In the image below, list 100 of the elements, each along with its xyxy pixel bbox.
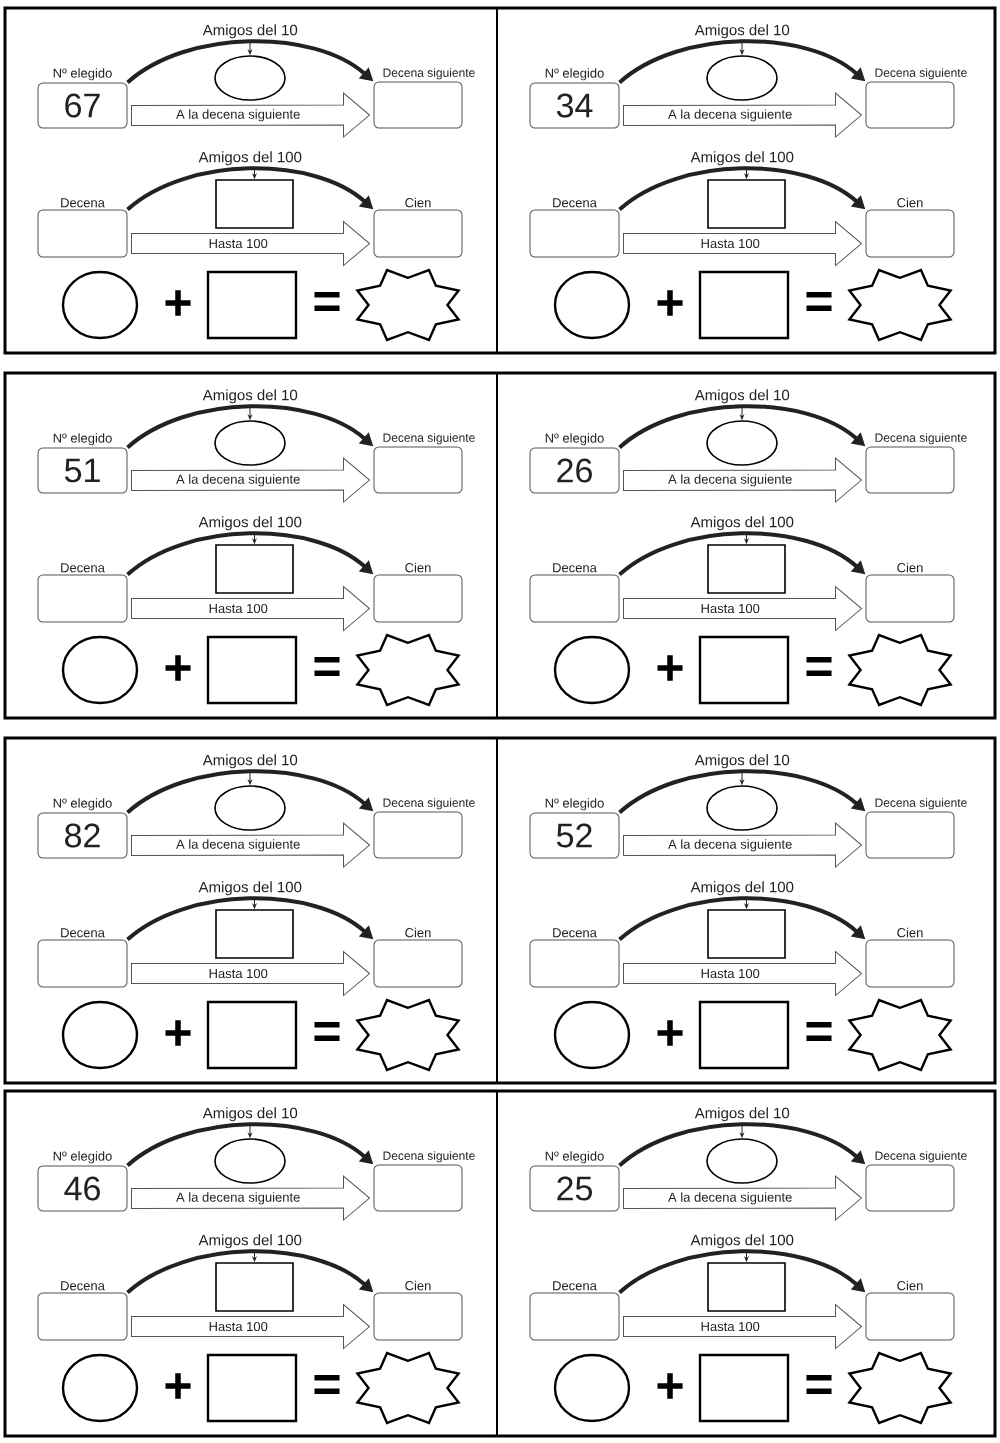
arrow [248, 772, 252, 785]
answer-box: Decena [529, 928, 620, 988]
node-label: Decena [61, 1281, 105, 1291]
number-box: 26 Nº elegido [529, 433, 620, 494]
edge-label: Amigos del 10 [694, 754, 790, 769]
node-label: Nº elegido [53, 798, 112, 811]
answer-box: Decena [529, 198, 620, 258]
answer-box: Decena siguiente [865, 433, 967, 494]
edge-label: A la decena siguiente [175, 1191, 302, 1206]
arrow [740, 407, 744, 420]
answer-rectangle [707, 1262, 786, 1312]
edge-label: A la decena siguiente [667, 1191, 794, 1206]
answer-oval [214, 55, 286, 101]
edge-label: Amigos del 10 [202, 1107, 298, 1122]
answer-box: Cien [865, 562, 955, 623]
math-symbol: = [806, 1375, 832, 1394]
answer-oval [553, 1000, 631, 1070]
arrow [740, 42, 744, 55]
block-arrow [131, 1304, 370, 1349]
node-label: Decena [61, 563, 105, 573]
math-symbol: = [314, 1022, 340, 1041]
answer-box: Cien [373, 197, 463, 258]
node-label: Nº elegido [53, 433, 112, 446]
block-arrow [131, 586, 370, 631]
node-label: Decena siguiente [875, 433, 967, 445]
edge-label: A la decena siguiente [175, 108, 302, 123]
node-label: Decena [61, 198, 105, 208]
answer-star [355, 633, 461, 707]
answer-box: Decena siguiente [373, 1151, 475, 1212]
node-label: Cien [405, 927, 431, 938]
number-box: 67 Nº elegido [37, 68, 128, 129]
answer-box: Decena [529, 1281, 620, 1341]
block-arrow [623, 951, 862, 996]
node-label: Nº elegido [545, 1151, 604, 1164]
answer-box: Decena siguiente [865, 798, 967, 859]
answer-star [355, 268, 461, 342]
answer-star [355, 1351, 461, 1425]
math-symbol: + [657, 655, 683, 681]
node-label: Nº elegido [53, 68, 112, 81]
node-label: Decena siguiente [875, 68, 967, 80]
math-symbol: + [657, 290, 683, 316]
number-box: 34 Nº elegido [529, 68, 620, 129]
answer-oval [553, 1353, 631, 1423]
math-symbol: = [314, 1375, 340, 1394]
edge-label: Amigos del 100 [690, 516, 794, 531]
block-arrow [131, 221, 370, 266]
answer-box: Decena [529, 563, 620, 623]
edge-label: A la decena siguiente [667, 108, 794, 123]
edge-label: A la decena siguiente [175, 473, 302, 488]
edge-label: Amigos del 100 [198, 881, 302, 896]
answer-rectangle [698, 635, 790, 705]
node-label: Decena siguiente [875, 1151, 967, 1163]
arrow [248, 42, 252, 55]
answer-box: Cien [865, 197, 955, 258]
answer-star [847, 633, 953, 707]
math-symbol: = [806, 1022, 832, 1041]
node-label: Nº elegido [53, 1151, 112, 1164]
arrow [248, 407, 252, 420]
node-label: Decena [61, 928, 105, 938]
answer-oval [214, 785, 286, 831]
arrow [740, 1125, 744, 1138]
node-label: Decena [553, 1281, 597, 1291]
edge-label: Amigos del 100 [198, 151, 302, 166]
answer-oval [706, 1138, 778, 1184]
edge-label: Amigos del 100 [690, 151, 794, 166]
number-box: 46 Nº elegido [37, 1151, 128, 1212]
math-symbol: + [657, 1020, 683, 1046]
number-box: 52 Nº elegido [529, 798, 620, 859]
node-label: Nº elegido [545, 433, 604, 446]
answer-box: Cien [373, 1280, 463, 1341]
number-box: 82 Nº elegido [37, 798, 128, 859]
block-arrow [131, 951, 370, 996]
answer-oval [214, 1138, 286, 1184]
answer-rectangle [698, 1000, 790, 1070]
answer-star [847, 268, 953, 342]
node-label: Decena siguiente [875, 798, 967, 810]
node-label: Decena [553, 198, 597, 208]
math-symbol: + [165, 1020, 191, 1046]
answer-box: Decena siguiente [373, 68, 475, 129]
arrow [248, 1125, 252, 1138]
number-box: 51 Nº elegido [37, 433, 128, 494]
math-symbol: + [657, 1373, 683, 1399]
answer-rectangle [698, 270, 790, 340]
node-label: Cien [897, 1280, 923, 1291]
answer-box: Cien [865, 1280, 955, 1341]
block-arrow [623, 586, 862, 631]
edge-label: A la decena siguiente [667, 473, 794, 488]
answer-oval [61, 1353, 139, 1423]
edge-label: Amigos del 10 [202, 24, 298, 39]
math-symbol: + [165, 290, 191, 316]
arrow [740, 772, 744, 785]
node-label: Cien [405, 562, 431, 573]
edge-label: Amigos del 100 [198, 1234, 302, 1249]
node-label: Nº elegido [545, 798, 604, 811]
number-box: 25 Nº elegido [529, 1151, 620, 1212]
answer-oval [553, 270, 631, 340]
math-symbol: = [806, 657, 832, 676]
block-arrow [623, 221, 862, 266]
answer-rectangle [707, 544, 786, 594]
node-label: Cien [897, 197, 923, 208]
